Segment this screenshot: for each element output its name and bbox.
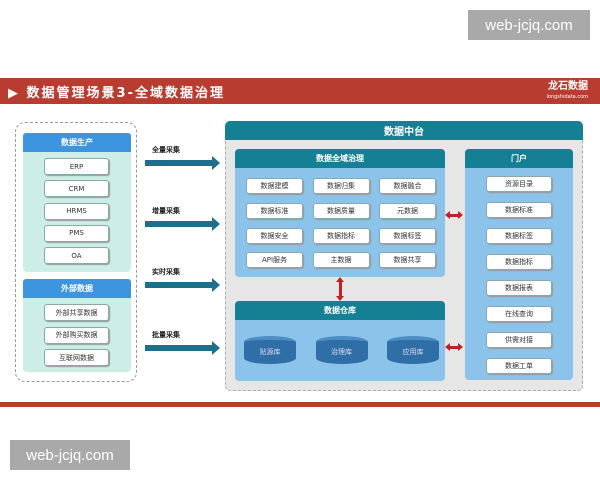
- collect-arrow: [145, 156, 220, 170]
- collect-label: 全量采集: [152, 146, 180, 154]
- external-title: 外部数据: [23, 279, 131, 298]
- external-item: 互联网数据: [44, 349, 109, 366]
- warehouse-title: 数据仓库: [235, 301, 445, 320]
- portal-item: 数据指标: [486, 254, 552, 270]
- governance-title: 数据全域治理: [235, 149, 445, 168]
- source-item: PMS: [44, 224, 109, 242]
- logo-name: 龙石数据: [548, 81, 588, 92]
- vertical-double-arrow: [336, 277, 344, 301]
- source-item: HRMS: [44, 202, 109, 220]
- source-item: ERP: [44, 158, 109, 175]
- governance-portal-arrow: [445, 211, 463, 219]
- governance-item: 数据指标: [312, 227, 370, 244]
- collect-arrow: [145, 341, 220, 355]
- governance-item: 数据标准: [246, 202, 303, 219]
- watermark-top: web-jcjq.com: [468, 10, 590, 40]
- sources-container: [15, 122, 137, 382]
- portal-item: 数据标准: [486, 202, 552, 218]
- governance-item: 数据质量: [312, 202, 370, 219]
- governance-item: 主数据: [312, 252, 370, 269]
- source-item: CRM: [44, 180, 109, 198]
- collect-label: 实时采集: [152, 268, 180, 276]
- database-cylinder: 贴源库: [244, 336, 296, 364]
- production-title: 数据生产: [23, 133, 131, 152]
- portal-item: 资源目录: [486, 176, 552, 192]
- governance-item: 数据建模: [246, 178, 303, 194]
- governance-item: API服务: [246, 252, 303, 269]
- logo: 龙石数据 longshidata.com: [547, 82, 588, 102]
- portal-item: 数据工单: [486, 358, 552, 374]
- portal-item: 数据标签: [486, 228, 552, 244]
- bottom-divider: [0, 402, 600, 407]
- portal-item: 在线查询: [486, 306, 552, 322]
- governance-item: 数据安全: [246, 227, 303, 244]
- external-item: 外部购买数据: [44, 326, 109, 344]
- title-bar: ▶ 数据管理场景3-全域数据治理: [0, 78, 600, 104]
- external-item: 外部共享数据: [44, 304, 109, 321]
- database-cylinder: 治理库: [315, 336, 368, 364]
- portal-item: 数据报表: [486, 280, 552, 296]
- governance-item: 元数据: [379, 202, 436, 219]
- governance-item: 数据标签: [379, 227, 436, 244]
- portal-title: 门户: [465, 149, 573, 168]
- platform-title: 数据中台: [225, 121, 583, 140]
- warehouse-portal-arrow: [445, 343, 463, 351]
- database-cylinder: 应用库: [387, 336, 439, 364]
- portal-item: 供需对接: [486, 332, 552, 348]
- source-item: OA: [44, 247, 109, 265]
- governance-item: 数据融合: [379, 178, 436, 194]
- watermark-bottom: web-jcjq.com: [10, 440, 130, 470]
- collect-arrow: [145, 217, 220, 231]
- governance-item: 数据归集: [312, 178, 370, 194]
- collect-label: 增量采集: [152, 207, 180, 215]
- collect-arrow: [145, 278, 220, 292]
- logo-url: longshidata.com: [546, 94, 588, 100]
- collect-label: 批量采集: [152, 331, 180, 339]
- governance-item: 数据共享: [379, 252, 436, 269]
